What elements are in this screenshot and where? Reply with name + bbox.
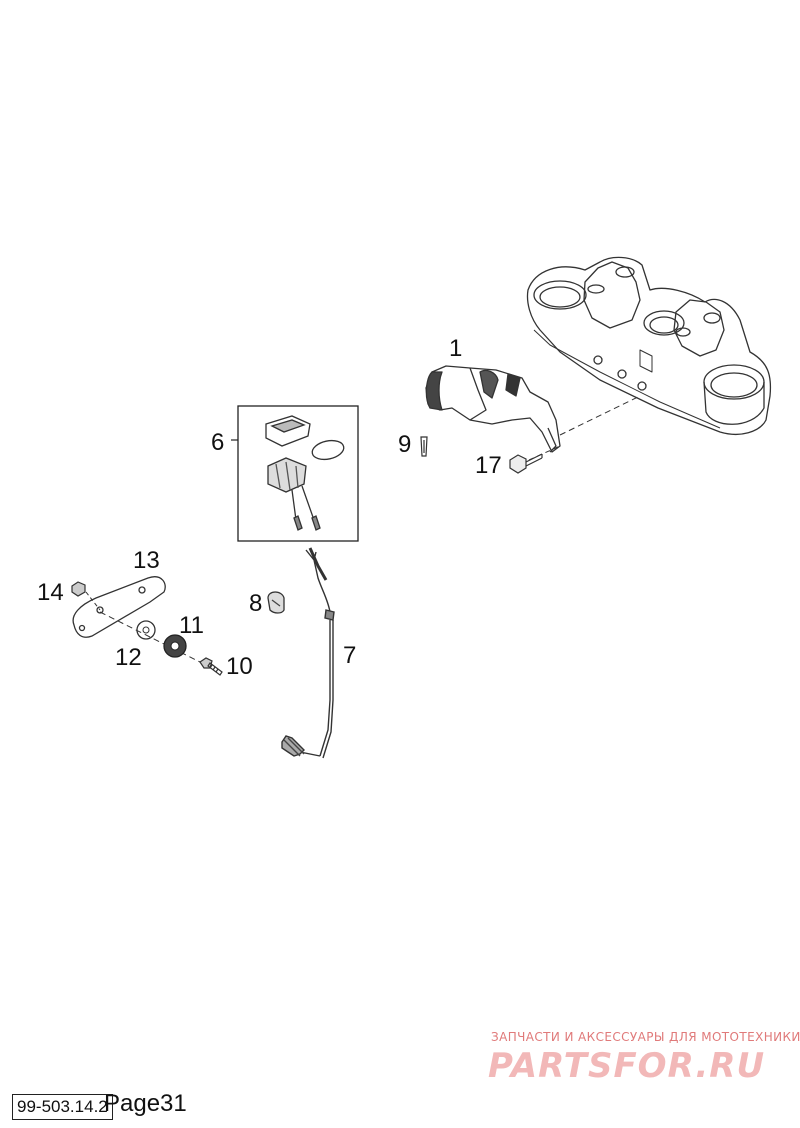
callout-17: 17	[475, 452, 502, 479]
part-7-sensor-cable	[281, 547, 335, 759]
document-code: 99-503.14.2	[12, 1094, 113, 1120]
leader-line	[559, 395, 641, 436]
callout-10: 10	[226, 653, 253, 680]
callout-6: 6	[211, 429, 224, 456]
leader-line	[528, 445, 561, 461]
part-8-clip	[267, 591, 285, 614]
leader-line	[85, 591, 101, 611]
callout-14: 14	[37, 579, 64, 606]
page-number: Page31	[104, 1090, 187, 1117]
speedometer-unit	[265, 415, 311, 447]
part-17-bolt	[509, 453, 543, 474]
part-6-kit-box	[237, 405, 359, 542]
part-10-screw	[199, 657, 223, 676]
callout-9: 9	[398, 431, 411, 458]
callout-1: 1	[449, 335, 462, 362]
callout-11: 11	[179, 612, 204, 639]
part-1-switch	[425, 365, 561, 453]
watermark-tagline: ЗАПЧАСТИ И АКСЕССУАРЫ ДЛЯ МОТОТЕХНИКИ	[491, 1030, 800, 1044]
callout-12: 12	[115, 644, 142, 671]
part-9-pin	[420, 436, 428, 457]
speedometer-cover	[311, 439, 345, 461]
triple-clamp	[526, 256, 772, 435]
part-12-washer-hole	[142, 626, 150, 634]
sensor-connector	[267, 457, 321, 531]
part-13-bracket	[72, 576, 166, 638]
callout-13: 13	[133, 547, 160, 574]
callout-8: 8	[249, 590, 262, 617]
watermark-logo: PARTSFOR.RU	[488, 1046, 766, 1086]
part-14-nut	[71, 581, 86, 597]
part-12-washer	[136, 620, 156, 640]
callout-7: 7	[343, 642, 356, 669]
part-11-grommet-hole	[170, 641, 180, 651]
